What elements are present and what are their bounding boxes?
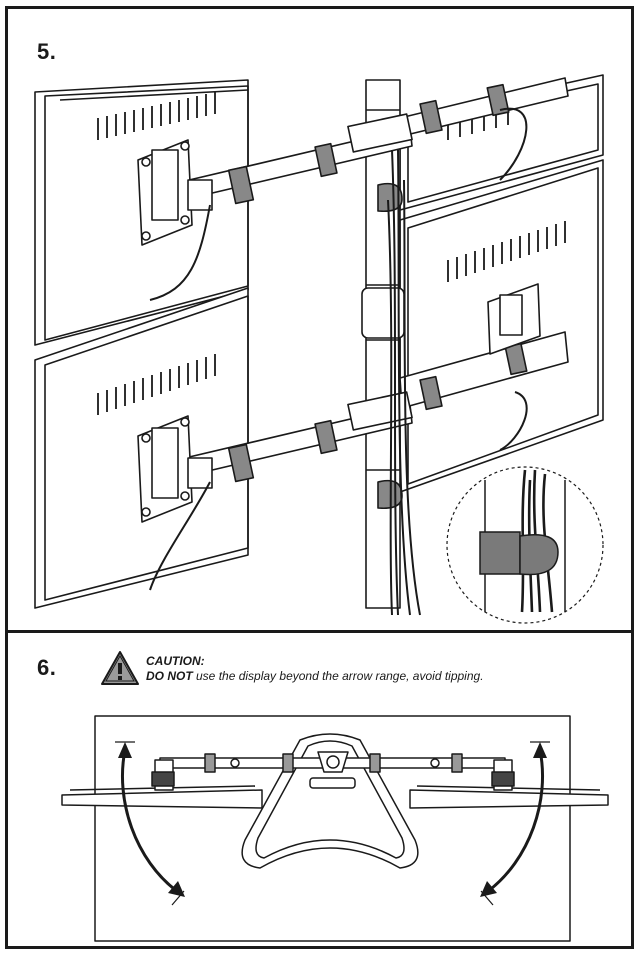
caution-emphasis: DO NOT <box>146 669 193 683</box>
section-divider <box>5 630 634 633</box>
lower-arm-assembly <box>137 283 569 523</box>
warning-triangle-icon <box>101 651 139 685</box>
step-6-number: 6. <box>37 655 57 680</box>
caution-note: CAUTION: DO NOT use the display beyond t… <box>100 650 600 690</box>
page-frame <box>5 6 634 949</box>
monitor-left-top-view <box>61 789 263 809</box>
upper-arm-assembly <box>137 77 569 246</box>
step-5-number: 5. <box>37 39 57 64</box>
caution-text: use the display beyond the arrow range, … <box>192 669 484 683</box>
monitor-right-top-view <box>409 789 609 809</box>
rotation-arrow-left <box>120 749 179 894</box>
caution-title: CAUTION: <box>146 654 205 668</box>
cable-clip-detail <box>446 466 604 624</box>
